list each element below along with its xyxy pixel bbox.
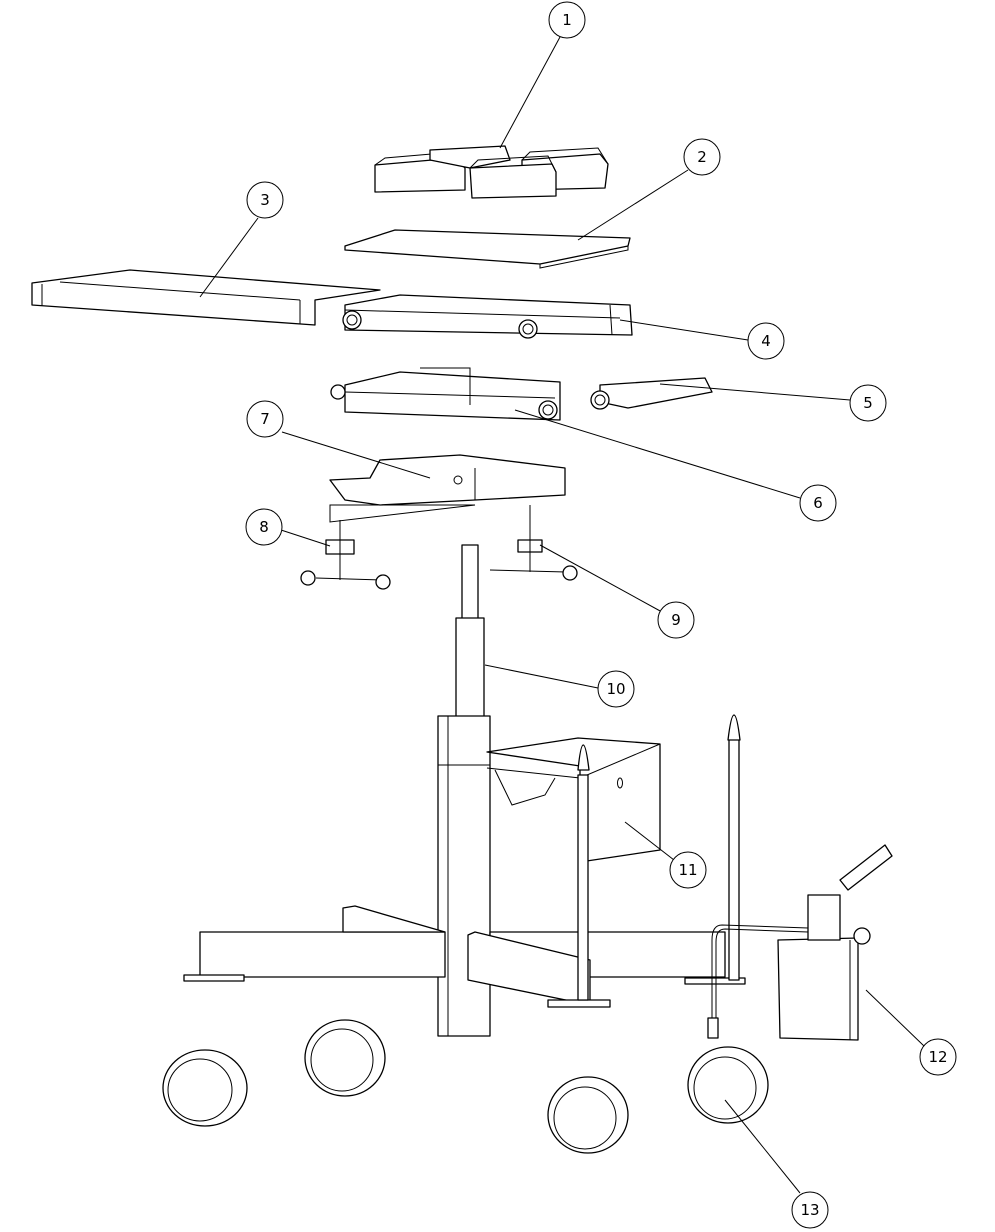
base-frame [183, 714, 746, 1008]
callout-2: 2 [683, 138, 721, 176]
part-12-pump [707, 844, 893, 1041]
leader-lines [199, 36, 925, 1194]
svg-text:4: 4 [761, 332, 771, 350]
callout-1: 1 [548, 1, 586, 39]
callout-4: 4 [747, 322, 785, 360]
callout-3: 3 [246, 181, 284, 219]
part-3-4-top-frame [31, 269, 633, 339]
callout-9: 9 [657, 601, 695, 639]
callout-7: 7 [246, 400, 284, 438]
part-11-tray [486, 737, 661, 863]
svg-text:3: 3 [260, 191, 270, 209]
part-2-plate [344, 229, 631, 269]
part-1-pads [374, 145, 609, 199]
callout-6: 6 [799, 484, 837, 522]
callout-11: 11 [669, 851, 707, 889]
svg-text:8: 8 [259, 518, 269, 536]
callout-10: 10 [597, 670, 635, 708]
svg-text:9: 9 [671, 611, 681, 629]
part-5-6-middle-frame [330, 367, 713, 421]
part-13-casters [162, 1019, 769, 1154]
part-8-9-clamps [300, 505, 578, 590]
svg-text:1: 1 [562, 11, 572, 29]
svg-text:12: 12 [928, 1048, 947, 1066]
part-7-bracket [329, 454, 566, 523]
svg-text:11: 11 [678, 861, 697, 879]
svg-text:6: 6 [813, 494, 823, 512]
svg-text:13: 13 [800, 1201, 819, 1219]
callout-12: 12 [919, 1038, 957, 1076]
callout-13: 13 [791, 1191, 829, 1229]
svg-text:7: 7 [260, 410, 270, 428]
callout-8: 8 [245, 508, 283, 546]
callout-5: 5 [849, 384, 887, 422]
svg-text:5: 5 [863, 394, 873, 412]
svg-text:10: 10 [606, 680, 625, 698]
svg-text:2: 2 [697, 148, 707, 166]
